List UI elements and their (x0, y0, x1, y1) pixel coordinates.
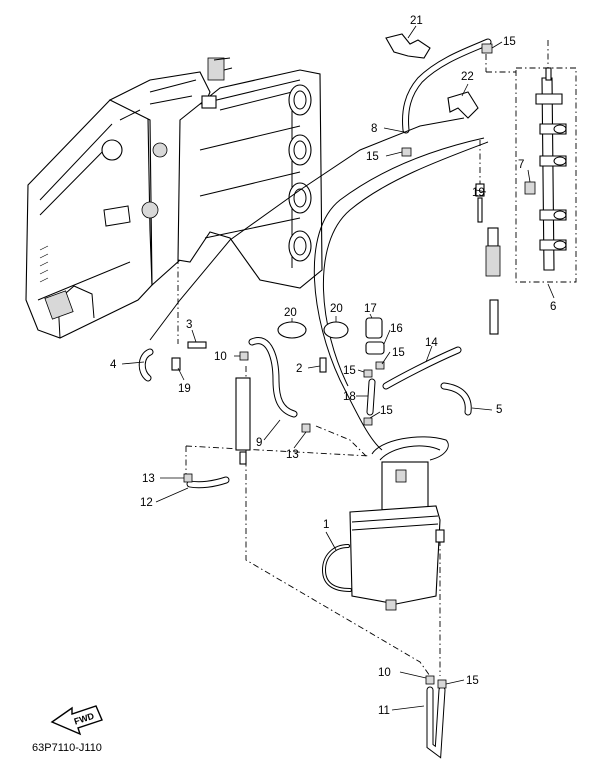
callout-10: 10 (214, 351, 227, 363)
callout-17: 17 (364, 303, 377, 315)
callout-12: 12 (140, 497, 153, 509)
callout-18: 18 (343, 391, 356, 403)
callout-15: 15 (343, 365, 356, 377)
callout-20: 20 (330, 303, 343, 315)
callout-15: 15 (503, 36, 516, 48)
callout-4: 4 (110, 359, 117, 371)
leader-lines (121, 25, 555, 711)
callout-19: 19 (472, 187, 485, 199)
callout-15: 15 (366, 151, 379, 163)
hose-routes (138, 38, 492, 759)
callout-9: 9 (256, 437, 262, 449)
callout-22: 22 (461, 71, 474, 83)
fwd-arrow-icon: FWD (50, 705, 103, 736)
callout-15: 15 (380, 405, 393, 417)
callout-8: 8 (371, 123, 377, 135)
callout-13: 13 (142, 473, 155, 485)
callout-3: 3 (186, 319, 192, 331)
callout-21: 21 (410, 15, 423, 27)
small-parts (171, 33, 501, 689)
callout-13: 13 (286, 449, 299, 461)
callout-16: 16 (390, 323, 403, 335)
callout-7: 7 (518, 159, 524, 171)
callout-1: 1 (323, 519, 329, 531)
diagram-code: 63P7110-J110 (32, 742, 102, 754)
callout-11: 11 (378, 705, 390, 717)
vapor-separator-tank (349, 436, 449, 611)
callout-15: 15 (466, 675, 479, 687)
callout-6: 6 (550, 301, 556, 313)
callout-19: 19 (178, 383, 191, 395)
callout-15: 15 (392, 347, 405, 359)
callout-5: 5 (496, 404, 502, 416)
callouts: 21 15 22 8 15 7 19 6 20 20 17 16 15 14 3… (110, 15, 556, 717)
callout-2: 2 (296, 363, 302, 375)
fuel-rail-drawing (485, 40, 577, 283)
callout-14: 14 (425, 337, 438, 349)
callout-20: 20 (284, 307, 297, 319)
intake-manifold-drawing (25, 57, 323, 339)
callout-10: 10 (378, 667, 391, 679)
